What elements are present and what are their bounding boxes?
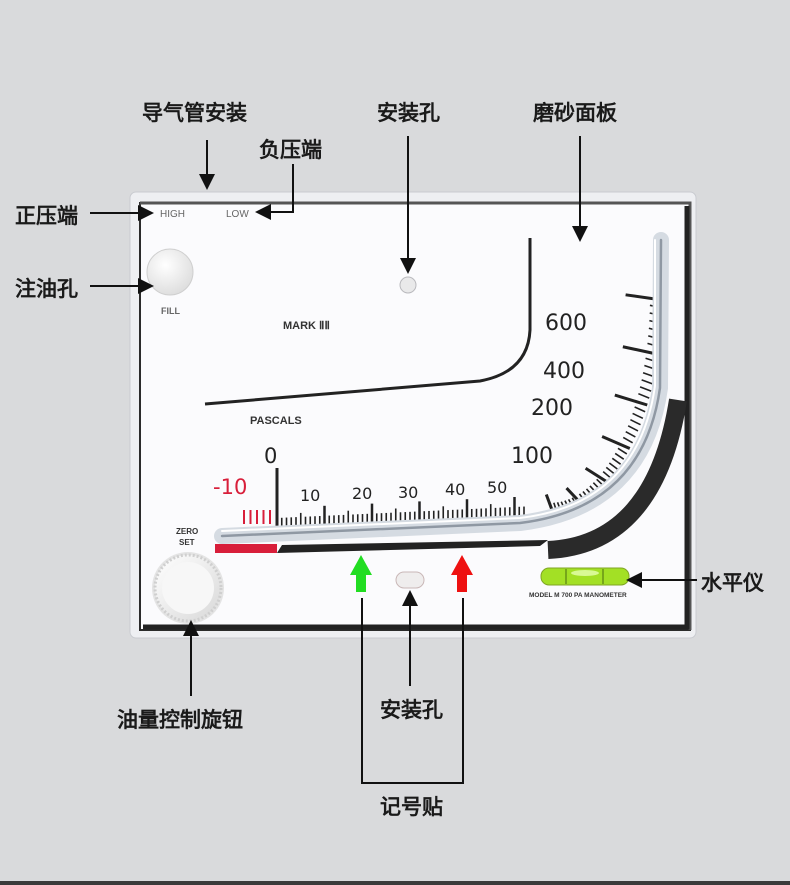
pascals-label: PASCALS [250,415,302,427]
annotation-oil-control-knob: 油量控制旋钮 [117,708,243,732]
scale-tick [630,418,641,426]
scale-label: 20 [352,484,372,503]
scale-tick [611,457,622,465]
red-marker-arrow [451,555,473,592]
scale-tick [614,393,648,407]
callout-lines [90,136,697,784]
scale-label: 100 [511,444,553,469]
tube [214,232,687,559]
set-label: SET [179,538,195,547]
scale-label: 600 [545,311,587,336]
scale-tick [614,452,625,460]
bottom-divider [0,881,790,885]
scale-label: 400 [543,359,585,384]
mounting-hole-bottom [395,571,425,589]
spirit-level [540,567,630,586]
scale-label-negative: -10 [213,475,247,499]
scale-label: 40 [445,480,465,499]
annotation-mount-hole-bottom: 安装孔 [380,698,443,722]
scale-tick [544,494,554,511]
scale-tick [608,462,618,470]
scale-tick [639,386,652,392]
liquid-column [277,540,548,553]
mounting-hole-top [399,276,417,294]
scale-tick [605,466,615,475]
scale-tick [601,435,631,450]
annotation-level: 水平仪 [701,571,765,595]
annotation-negative-port: 负压端 [259,138,322,162]
scale-guide-curve [204,238,532,406]
scale-tick [638,392,650,399]
scale-label: 30 [398,483,418,502]
high-port-label: HIGH [160,209,185,220]
annotation-oil-fill-hole: 注油孔 [15,277,78,301]
scale-tick [625,431,636,438]
scale-tick [622,436,634,444]
scale-label: 200 [531,396,573,421]
zero-label: ZERO [176,527,198,536]
low-port-label: LOW [226,209,249,220]
oil-fill-cap[interactable] [146,248,194,296]
annotation-frosted-panel: 磨砂面板 [533,101,618,125]
scale-label-zero: 0 [264,444,277,468]
scale-tick [617,447,628,455]
annotation-mount-hole-top: 安装孔 [377,101,440,125]
fill-label: FILL [161,306,180,316]
annotation-positive-port: 正压端 [15,204,78,228]
negative-scale-band [215,544,277,553]
scale-label: 50 [487,478,507,497]
annotation-air-tube-install: 导气管安装 [142,101,247,125]
scale-tick [632,412,644,420]
scale-tick [602,471,612,479]
scale-tick [584,466,608,484]
scale-label: 10 [300,486,320,505]
scale-tick [627,425,639,432]
model-label: MODEL M 700 PA MANOMETER [529,592,627,599]
zero-set-knob[interactable] [152,552,224,624]
mark-label: MARK ⅡⅡ [283,320,330,332]
scale-tick [641,379,654,385]
scale-tick [634,406,646,413]
annotation-marker-sticker: 记号贴 [380,795,443,819]
green-marker-arrow [350,555,372,592]
